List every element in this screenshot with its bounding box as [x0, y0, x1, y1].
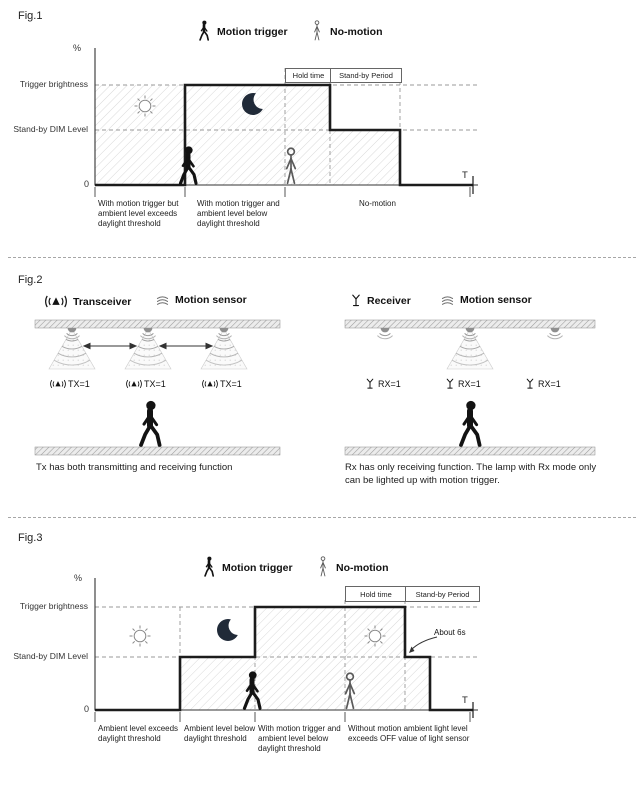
left-ceiling-bar — [34, 319, 281, 329]
fig3-y-axis-unit: % — [74, 573, 83, 583]
about-6s-annotation: About 6s — [434, 628, 466, 637]
walking-person-icon — [461, 401, 480, 445]
fig3-section: Fig.3 Motion trigger No-motion % Trigger… — [0, 518, 643, 792]
left-light-cones — [48, 327, 248, 370]
motion-sensor-icon — [156, 295, 169, 305]
fig1-standby-dim-label: Stand-by DIM Level — [13, 124, 88, 134]
fig2-section: Fig.2 Transceiver Motion sensor Receiver… — [0, 258, 643, 518]
rx-tag: RX=1 — [458, 379, 481, 389]
transceiver-icon — [50, 379, 66, 389]
fig1-region1-label: With motion trigger but ambient level ex… — [98, 199, 179, 228]
fig1-zero-label: 0 — [84, 179, 90, 189]
fig3-legend-no-motion: No-motion — [316, 556, 389, 577]
fig1-trigger-brightness-label: Trigger brightness — [19, 79, 88, 89]
fig1-region3-label: No-motion — [359, 199, 396, 208]
fig1-region2-label: With motion trigger and ambient level be… — [197, 199, 280, 228]
separator-line — [8, 517, 636, 518]
tx-tag: TX=1 — [68, 379, 90, 389]
about-6s-arrow — [409, 636, 438, 653]
fig1-legend-no-motion: No-motion — [310, 20, 383, 41]
light-cone — [48, 328, 96, 370]
tx-tag: TX=1 — [144, 379, 166, 389]
coverage-overlap-arrows — [82, 342, 214, 350]
motion-trigger-icon — [198, 20, 210, 41]
fig3-trigger-brightness-label: Trigger brightness — [19, 601, 88, 611]
transceiver-icon — [202, 379, 218, 389]
fig3-legend-motion: Motion trigger — [202, 556, 293, 577]
fig3-hold-time-box: Hold time — [345, 586, 407, 602]
moon-icon — [217, 619, 239, 641]
receiver-icon — [352, 294, 360, 307]
legend-motion-label: Motion trigger — [222, 562, 293, 574]
motion-sensor-label: Motion sensor — [460, 294, 532, 306]
rx-tag: RX=1 — [538, 379, 561, 389]
fig3-standby-period-box: Stand-by Period — [405, 586, 480, 602]
right-floor-bar — [344, 446, 596, 456]
light-cone — [446, 328, 494, 370]
right-ceiling-bar — [344, 319, 596, 329]
fig2-left-caption: Tx has both transmitting and receiving f… — [36, 462, 233, 473]
fig1-y-axis-unit: % — [73, 43, 82, 53]
receiver-icon — [366, 378, 374, 389]
legend-motion-label: Motion trigger — [217, 26, 288, 38]
light-cone — [200, 328, 248, 370]
fig1-hold-time-box: Hold time — [285, 68, 332, 83]
fig3-label: Fig.3 — [18, 532, 43, 544]
fig3-region-ticks — [94, 712, 471, 722]
fig1-diagram — [94, 48, 478, 197]
fig2-legend-motion-sensor-right: Motion sensor — [440, 294, 532, 306]
ceiling-sensor-icon — [546, 327, 564, 340]
fig1-label: Fig.1 — [18, 10, 43, 22]
sun-icon — [129, 625, 151, 647]
fig1-brightness-waveform — [95, 83, 473, 187]
fig2-legend-motion-sensor-left: Motion sensor — [155, 294, 247, 306]
fig3-region4-label: Without motion ambient light level excee… — [348, 724, 470, 743]
fig2-legend-receiver: Receiver — [350, 294, 411, 307]
moon-icon — [242, 93, 264, 115]
fig1-legend-motion: Motion trigger — [197, 20, 288, 41]
legend-no-motion-label: No-motion — [336, 562, 389, 574]
fig3-zero-label: 0 — [84, 704, 90, 714]
fig2-legend-transceiver: Transceiver — [44, 294, 131, 309]
fig3-brightness-waveform — [95, 605, 473, 712]
fig3-standby-dim-label: Stand-by DIM Level — [13, 651, 88, 661]
fig1-hatched-area — [95, 85, 400, 185]
fig3-t-marker: T — [462, 695, 468, 706]
fig1-region-ticks — [94, 187, 471, 197]
fig3-diagram — [94, 578, 478, 722]
motion-trigger-icon — [203, 556, 215, 577]
transceiver-label: Transceiver — [73, 295, 132, 308]
transceiver-icon — [126, 379, 142, 389]
no-motion-icon — [320, 556, 326, 577]
fig2-diagram — [34, 319, 596, 456]
fig2-right-caption: Rx has only receiving function. The lamp… — [345, 462, 597, 486]
receiver-icon — [526, 378, 534, 389]
fig3-hatched-area — [180, 607, 430, 710]
no-motion-icon — [314, 20, 320, 41]
light-cone — [124, 328, 172, 370]
fig1-standby-period-box: Stand-by Period — [330, 68, 402, 83]
fig1-section: Fig.1 Motion trigger No-motion % Trigger… — [0, 0, 643, 258]
ceiling-sensor-icon — [376, 327, 394, 340]
motion-sensor-label: Motion sensor — [175, 294, 247, 306]
fig1-t-marker: T — [462, 170, 468, 181]
receiver-icon — [446, 378, 454, 389]
fig3-region2-label: Ambient level below daylight threshold — [184, 724, 256, 743]
motion-sensor-icon — [441, 295, 454, 305]
tx-tag: TX=1 — [220, 379, 242, 389]
transceiver-icon — [45, 295, 67, 308]
receiver-label: Receiver — [367, 294, 411, 307]
walking-person-icon — [141, 401, 160, 445]
rx-tag: RX=1 — [378, 379, 401, 389]
fig3-region3-label: With motion trigger and ambient level be… — [258, 724, 341, 753]
separator-line — [8, 257, 636, 258]
legend-no-motion-label: No-motion — [330, 26, 383, 38]
fig2-label: Fig.2 — [18, 274, 43, 286]
left-floor-bar — [34, 446, 281, 456]
fig3-region1-label: Ambient level exceeds daylight threshold — [98, 724, 179, 743]
